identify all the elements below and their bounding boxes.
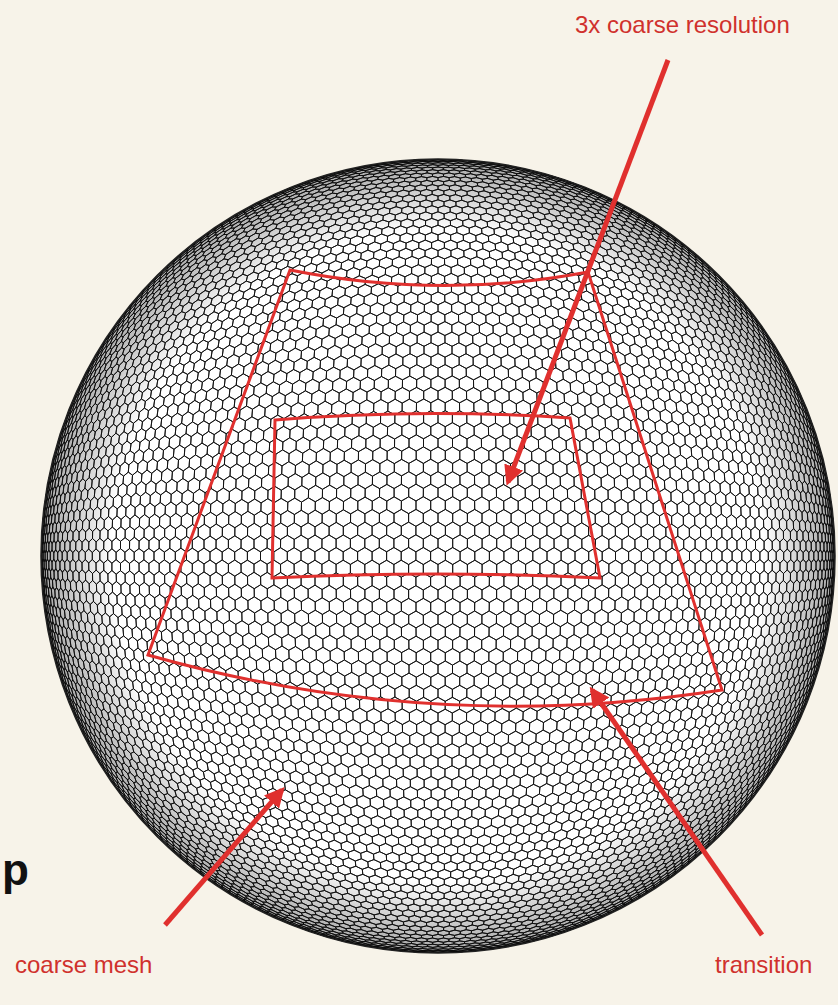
callout-label: 3x coarse resolution [572, 12, 793, 38]
stray-letter: p [2, 846, 29, 894]
sphere-rim [41, 159, 835, 953]
hex-mesh [41, 159, 835, 953]
transition-region-outline [148, 270, 722, 706]
callout-label: coarse mesh [12, 952, 155, 978]
sphere [41, 159, 835, 953]
leader-arrow [165, 790, 282, 925]
callout-label: transition [712, 952, 815, 978]
leader-arrow [508, 60, 668, 482]
leader-arrow [592, 690, 762, 935]
fine-region-outline [272, 413, 600, 578]
